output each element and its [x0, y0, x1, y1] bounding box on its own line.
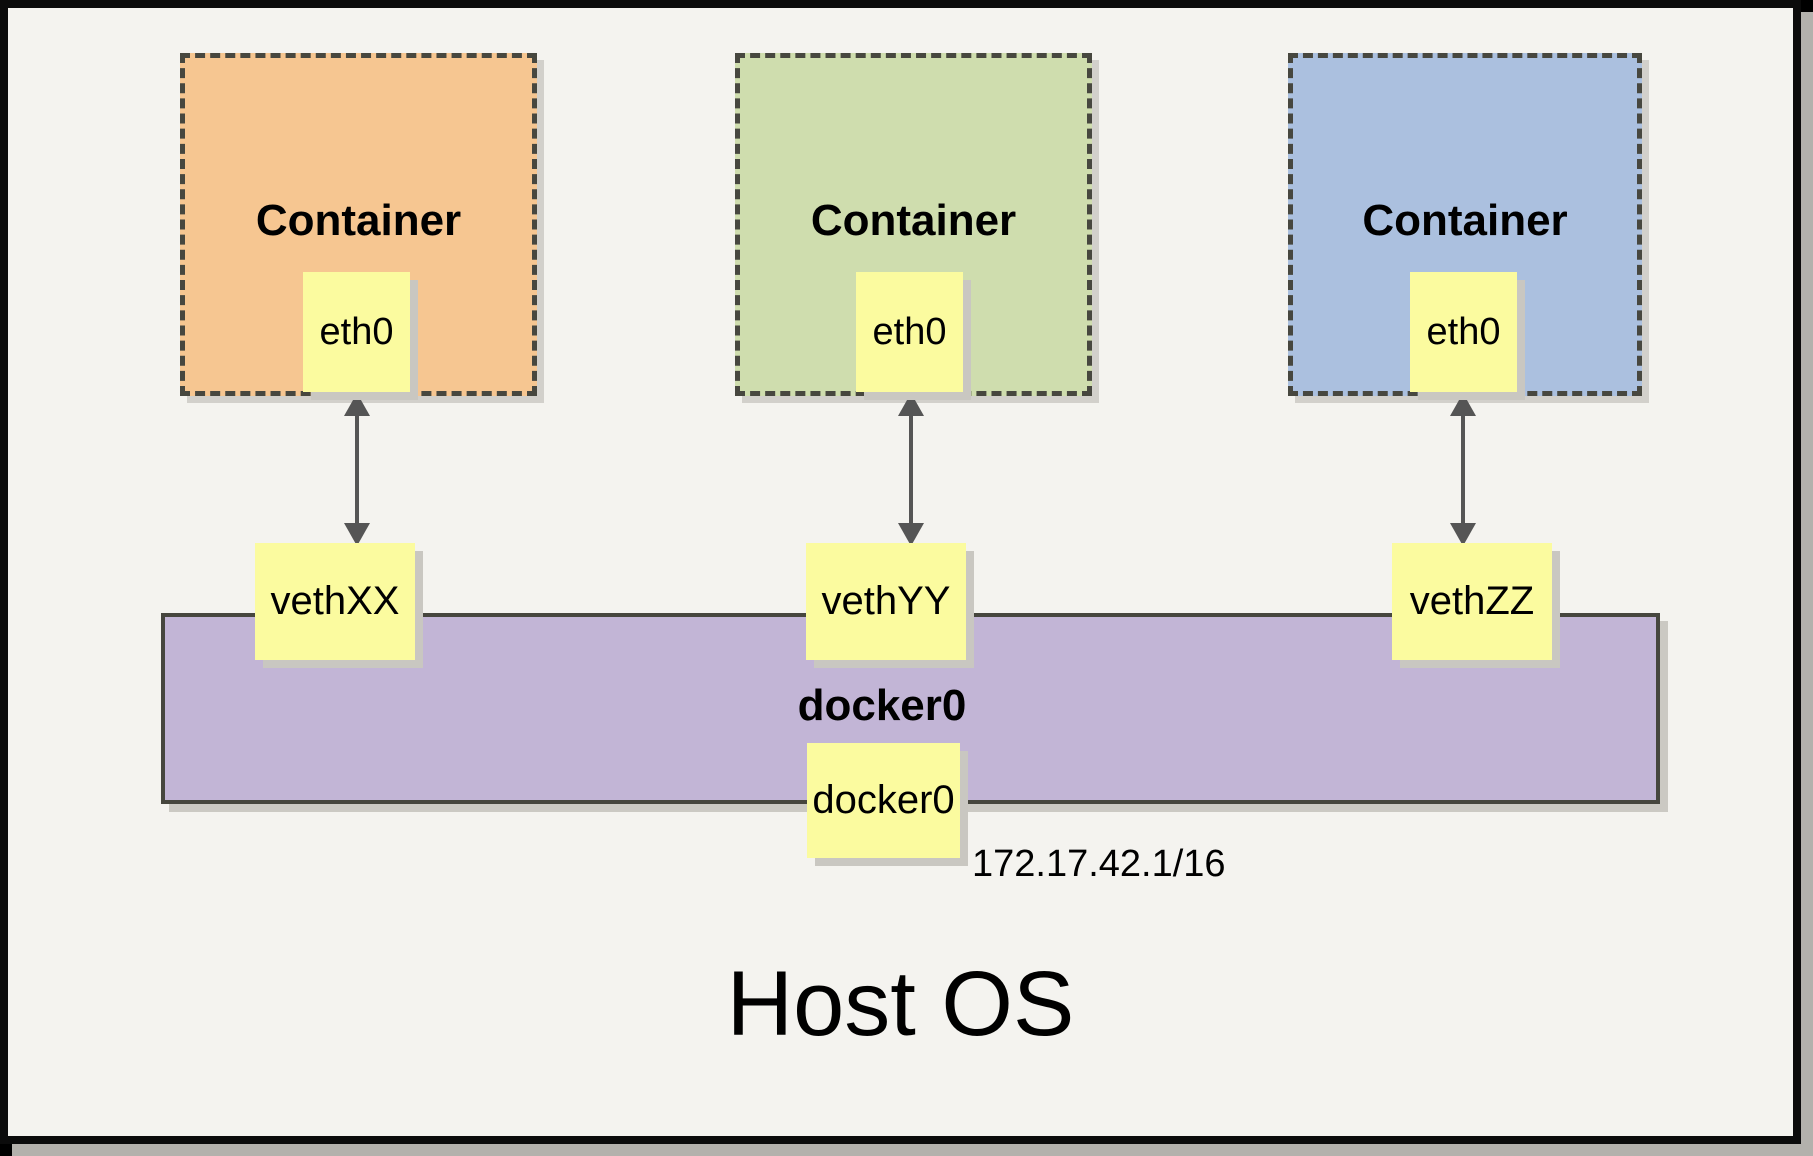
container-title: Container — [255, 196, 462, 245]
docker0-interface-note: docker0 — [807, 743, 960, 858]
eth0-note-3: eth0 — [1410, 272, 1517, 392]
vethzz-note: vethZZ — [1392, 543, 1552, 660]
eth0-note-1: eth0 — [303, 272, 410, 392]
vethyy-note: vethYY — [806, 543, 966, 660]
container-title: Container — [810, 196, 1017, 245]
veth-arrow-2 — [898, 393, 924, 546]
container-title: Container — [1362, 196, 1568, 245]
docker0-ip-label: 172.17.42.1/16 — [972, 843, 1226, 885]
docker0-bridge-label: docker0 — [797, 681, 967, 730]
eth0-note-2: eth0 — [856, 272, 963, 392]
host-os-label: Host OS — [726, 953, 1075, 1055]
veth-arrow-1 — [344, 393, 370, 546]
veth-arrow-3 — [1450, 393, 1476, 546]
vethxx-note: vethXX — [255, 543, 415, 660]
